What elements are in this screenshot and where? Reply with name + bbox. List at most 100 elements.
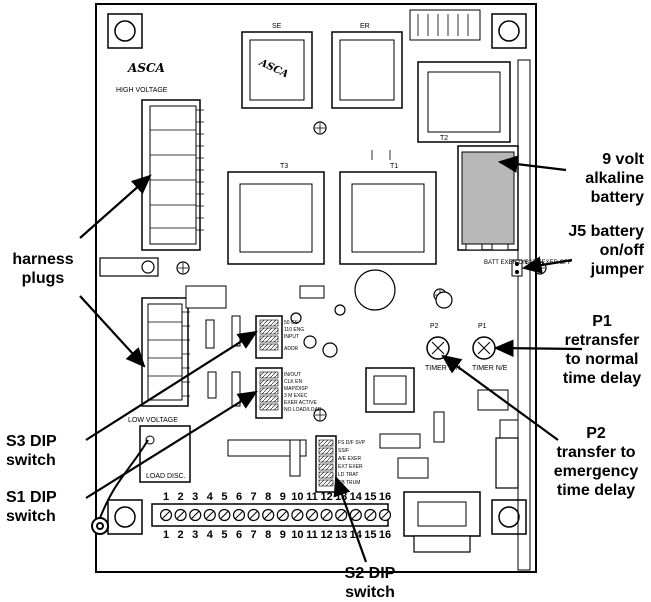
terminal-number-top: 6 — [236, 491, 242, 503]
callout-s2-dip: S2 DIP switch — [330, 564, 410, 602]
p1-dial-label: TIMER N/E — [472, 365, 508, 372]
callout-p2-line-3: emergency — [553, 463, 639, 480]
s3-legend: 50 CS 110 ENG INPUT ADDR — [284, 320, 304, 352]
terminal-screw-slot — [263, 510, 273, 520]
terminal-screw-slot — [249, 510, 258, 520]
relay-er — [331, 31, 403, 109]
svg-text:SS/F: SS/F — [338, 448, 349, 454]
terminal-number-bottom: 6 — [236, 529, 242, 541]
callout-s2-line-1: S2 DIP — [344, 565, 396, 582]
j5-battery-jumper — [511, 259, 523, 277]
load-disconnect-block — [139, 425, 191, 483]
callout-j5-line-1: J5 battery — [568, 223, 644, 240]
terminal-number-bottom: 3 — [192, 529, 198, 541]
callout-harness-line-1: harness — [12, 251, 74, 268]
terminal-screws — [159, 508, 392, 522]
svg-text:EXT EXER: EXT EXER — [338, 464, 363, 470]
harness-connector-high-voltage — [141, 99, 204, 251]
svg-text:MAP/DISP: MAP/DISP — [284, 386, 309, 392]
terminal-screw-slot — [307, 510, 317, 520]
callout-harness-plugs: harness plugs — [0, 250, 86, 288]
ribbon-header — [495, 437, 519, 489]
svg-text:IN/OUT: IN/OUT — [284, 372, 301, 378]
terminal-number-bottom: 2 — [178, 529, 184, 541]
terminal-number-top: 7 — [251, 491, 257, 503]
mounting-holes — [107, 13, 527, 535]
transformer-t2 — [417, 61, 511, 143]
ground-wire — [91, 439, 149, 535]
svg-text:SB TRUM: SB TRUM — [338, 480, 360, 486]
svg-text:NO LOAD/LOAD: NO LOAD/LOAD — [284, 407, 322, 413]
high-voltage-label: HIGH VOLTAGE — [116, 87, 168, 94]
terminal-number-top: 16 — [379, 491, 391, 503]
s1-dip-switch — [255, 367, 283, 419]
terminal-screw-slot — [205, 510, 215, 520]
svg-text:LD TRAT: LD TRAT — [338, 472, 358, 478]
terminal-screw-slot — [293, 510, 302, 520]
terminal-number-bottom: 16 — [379, 529, 391, 541]
battery-9v — [457, 145, 519, 251]
terminal-screw-slot — [336, 510, 346, 520]
db9-connector — [403, 491, 481, 553]
terminal-number-top: 11 — [306, 491, 318, 503]
callout-p1-line-1: P1 — [592, 313, 612, 330]
terminal-number-bottom: 12 — [320, 529, 332, 541]
transformer-t3-label: T3 — [280, 163, 288, 170]
terminal-screw-slot — [380, 510, 390, 520]
callout-battery-line-3: battery — [590, 189, 644, 206]
transformer-t1-label: T1 — [390, 163, 398, 170]
callout-s1-line-1: S1 DIP — [6, 489, 57, 506]
callout-j5-line-3: jumper — [590, 261, 644, 278]
callout-p1: P1 retransfer to normal time delay — [556, 312, 648, 388]
transformer-t2-label: T2 — [440, 135, 448, 142]
svg-text:110 ENG: 110 ENG — [284, 327, 304, 333]
callout-battery: 9 volt alkaline battery — [560, 150, 644, 207]
p2-board-label: P2 — [430, 323, 439, 330]
callout-j5-jumper: J5 battery on/off jumper — [556, 222, 644, 279]
callout-s3-line-1: S3 DIP — [6, 433, 57, 450]
terminal-screw-slot — [322, 510, 331, 520]
terminal-screw-slot — [366, 510, 375, 520]
terminal-number-top: 5 — [221, 491, 227, 503]
s2-dip-switch — [315, 435, 337, 493]
callout-p2-line-4: time delay — [556, 482, 636, 499]
harness-connector-low-voltage — [141, 297, 190, 407]
svg-text:A/E EXER: A/E EXER — [338, 456, 361, 462]
callout-p1-line-3: to normal — [565, 351, 639, 368]
transformer-t3 — [227, 171, 325, 265]
callout-s1-line-2: switch — [6, 508, 56, 525]
side-clip — [99, 257, 159, 277]
terminal-screw-slot — [278, 510, 288, 520]
callout-p1-line-4: time delay — [562, 370, 642, 387]
terminal-number-bottom: 8 — [265, 529, 271, 541]
terminal-number-bottom: 4 — [207, 529, 214, 541]
terminal-number-bottom: 11 — [306, 529, 318, 541]
relay-se — [241, 31, 313, 109]
terminal-number-top: 14 — [350, 491, 363, 503]
svg-text:50 CS: 50 CS — [284, 320, 299, 326]
callout-battery-line-1: 9 volt — [602, 151, 644, 168]
callout-s3-line-2: switch — [6, 452, 56, 469]
terminal-number-bottom: 9 — [280, 529, 286, 541]
s1-legend: IN/OUT CLK EN MAP/DISP 3 M EXEC EXER ACT… — [284, 372, 322, 413]
terminal-number-bottom: 1 — [163, 529, 169, 541]
relay-er-label: ER — [360, 23, 370, 30]
terminal-number-bottom: 5 — [221, 529, 227, 541]
s3-dip-switch — [255, 315, 283, 359]
callout-s2-line-2: switch — [345, 584, 395, 601]
callout-p2: P2 transfer to emergency time delay — [544, 424, 648, 500]
callout-s1-dip: S1 DIP switch — [6, 488, 86, 526]
callout-arrows — [79, 155, 583, 563]
terminal-screw-slot — [176, 510, 185, 520]
terminal-number-top: 12 — [320, 491, 332, 503]
terminal-number-top: 4 — [207, 491, 214, 503]
terminal-number-top: 10 — [291, 491, 303, 503]
svg-text:INPUT: INPUT — [284, 334, 299, 340]
terminal-screw-slot — [190, 510, 200, 520]
low-voltage-label: LOW VOLTAGE — [128, 417, 178, 424]
callout-battery-line-2: alkaline — [585, 170, 644, 187]
board-logo: ASCA — [127, 61, 165, 75]
svg-text:FS D/F SVP: FS D/F SVP — [338, 440, 366, 446]
svg-text:EXER ACTIVE: EXER ACTIVE — [284, 400, 317, 406]
